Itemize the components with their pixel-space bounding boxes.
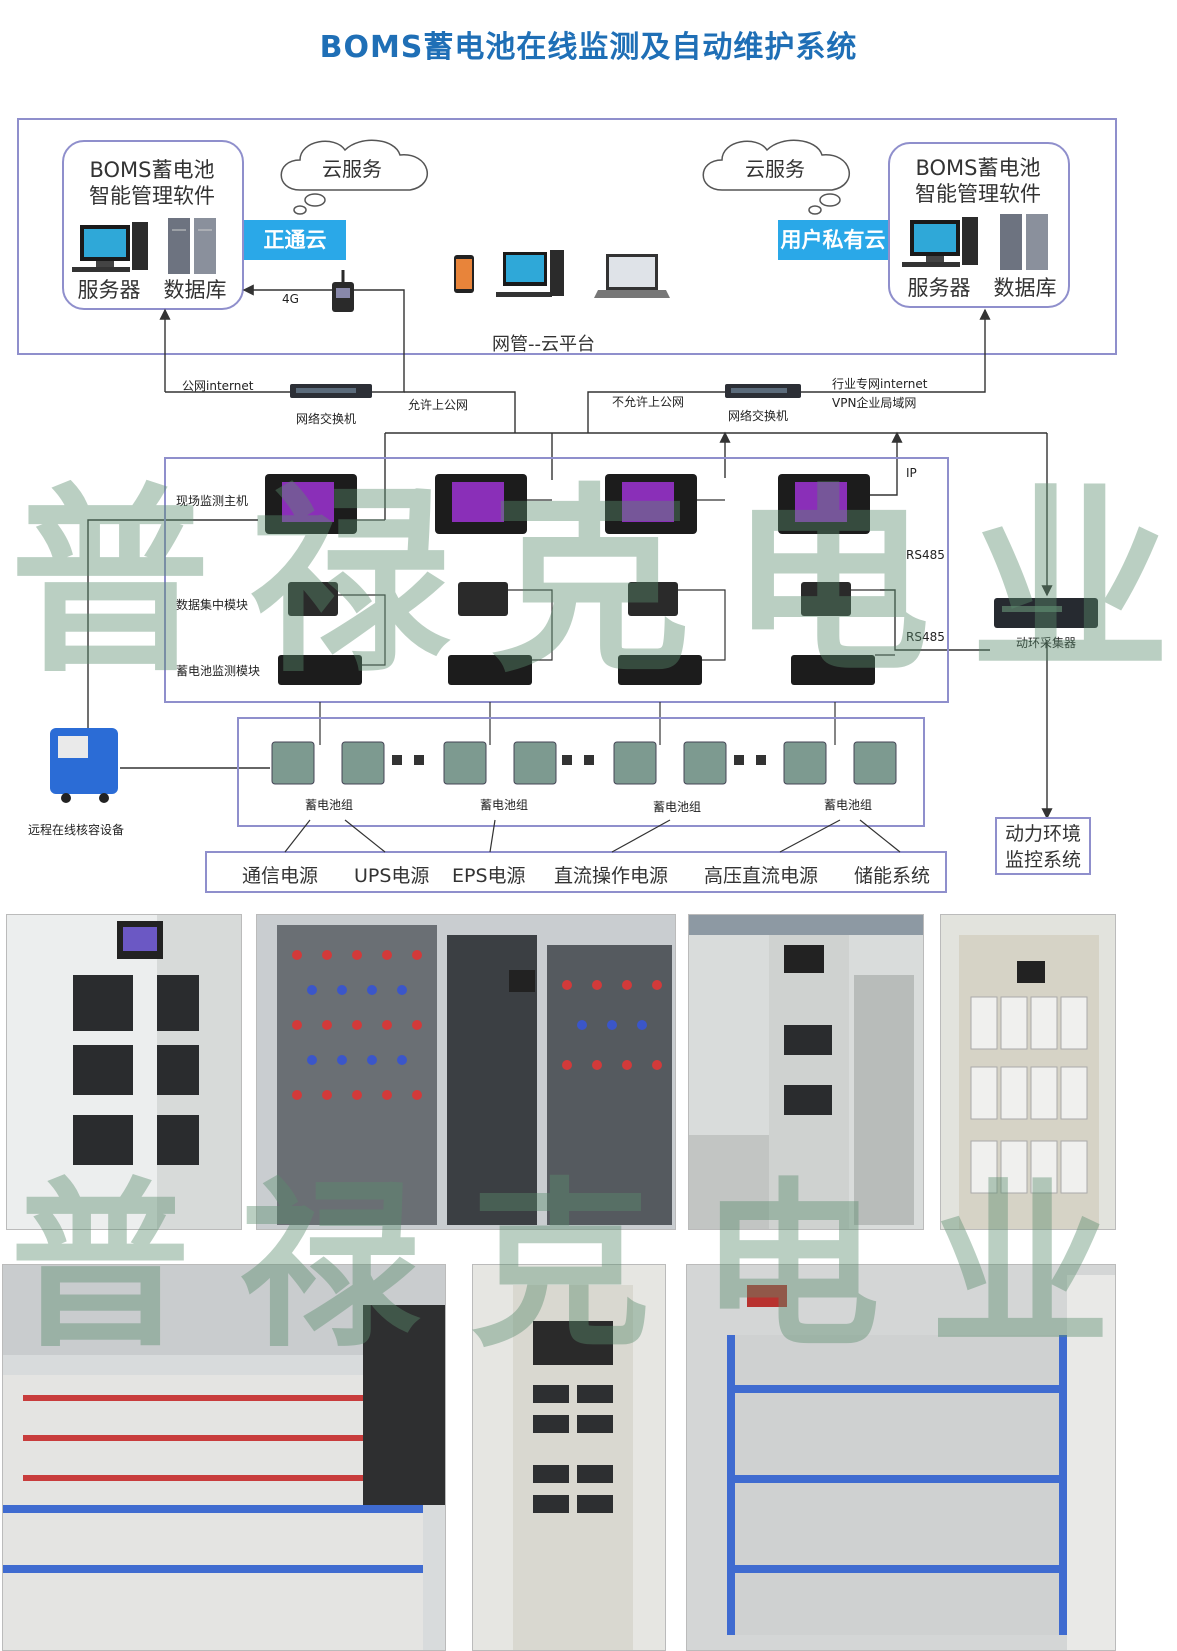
cloud-right-icon	[702, 139, 850, 215]
4g-terminal-icon	[332, 270, 354, 312]
left-database-label: 数据库	[163, 278, 227, 302]
photo-white-cabinet	[940, 914, 1116, 1230]
allow-public-label: 允许上公网	[408, 398, 469, 412]
public-internet-label: 公网internet	[182, 379, 254, 393]
battery-group-label-2: 蓄电池组	[480, 798, 529, 812]
cloud-right-label: 云服务	[745, 157, 805, 181]
cloud-left-label: 云服务	[322, 157, 382, 181]
page-title: BOMS蓄电池在线监测及自动维护系统	[319, 30, 858, 65]
zhengtong-cloud-bar: 正通云	[244, 220, 346, 260]
industry-network-label-1: 行业专网internet	[832, 377, 928, 391]
photo-monitoring-cabinet	[472, 1264, 666, 1651]
left-software-title-2: 智能管理软件	[89, 184, 215, 208]
concentrator-label: 数据集中模块	[176, 598, 249, 612]
photo-battery-hall	[2, 1264, 446, 1651]
phone-icon	[454, 255, 474, 293]
battery-cells	[271, 741, 897, 785]
power-source-eps: EPS电源	[452, 865, 526, 887]
right-pc-icon	[902, 217, 978, 267]
laptop-icon	[594, 254, 670, 298]
photo-battery-racks	[256, 914, 676, 1230]
power-source-dc-operation: 直流操作电源	[554, 865, 669, 887]
cloud-platform-label: 网管--云平台	[492, 334, 595, 355]
right-database-label: 数据库	[993, 276, 1057, 300]
private-cloud-bar: 用户私有云	[778, 220, 888, 260]
remote-device-icon	[50, 728, 118, 803]
battery-group-label-3: 蓄电池组	[653, 800, 702, 814]
battery-separators	[392, 755, 766, 765]
left-software-title-1: BOMS蓄电池	[89, 158, 215, 182]
battery-group-label-4: 蓄电池组	[824, 798, 873, 812]
unit-1	[265, 474, 362, 685]
power-source-storage: 储能系统	[854, 865, 931, 887]
battery-group-label-1: 蓄电池组	[305, 798, 354, 812]
ip-label: IP	[906, 466, 917, 480]
collector-icon	[994, 598, 1098, 628]
rs485-label-1: RS485	[906, 548, 945, 562]
collector-label: 动环采集器	[1016, 636, 1077, 650]
switch-left-icon	[290, 384, 372, 398]
rs485-label-2: RS485	[906, 630, 945, 644]
photo-battery-stack	[686, 1264, 1116, 1651]
env-monitor-line-2: 监控系统	[1004, 849, 1081, 871]
photo-cabinet-room	[688, 914, 924, 1230]
power-source-hvdc: 高压直流电源	[704, 865, 819, 887]
monitor-module-label: 蓄电池监测模块	[176, 664, 261, 678]
remote-device-label: 远程在线核容设备	[28, 823, 125, 837]
industry-network-label-2: VPN企业局域网	[832, 396, 917, 410]
photo-wall-modules	[6, 914, 242, 1230]
right-server-label: 服务器	[907, 276, 971, 300]
unit-2	[435, 474, 532, 685]
power-source-ups: UPS电源	[354, 865, 430, 887]
right-software-title-2: 智能管理软件	[915, 182, 1041, 206]
deny-public-label: 不允许上公网	[612, 395, 685, 409]
switch-right-icon	[725, 384, 801, 398]
right-software-title-1: BOMS蓄电池	[915, 156, 1041, 180]
cloud-left-icon	[280, 139, 428, 215]
site-units	[265, 474, 875, 685]
right-db-icon	[1000, 214, 1048, 270]
power-source-telecom: 通信电源	[242, 865, 319, 887]
left-db-icon	[168, 218, 216, 274]
left-server-label: 服务器	[77, 278, 141, 302]
switch-right-label: 网络交换机	[728, 409, 789, 423]
env-monitor-line-1: 动力环境	[1004, 823, 1081, 845]
unit-3	[605, 474, 702, 685]
label-4g: 4G	[282, 292, 299, 306]
desktop-icon	[496, 250, 564, 297]
unit-4	[778, 474, 875, 685]
cloud-platform-box	[17, 118, 1117, 355]
host-label: 现场监测主机	[176, 494, 249, 508]
left-pc-icon	[72, 222, 148, 272]
switch-left-label: 网络交换机	[296, 412, 357, 426]
